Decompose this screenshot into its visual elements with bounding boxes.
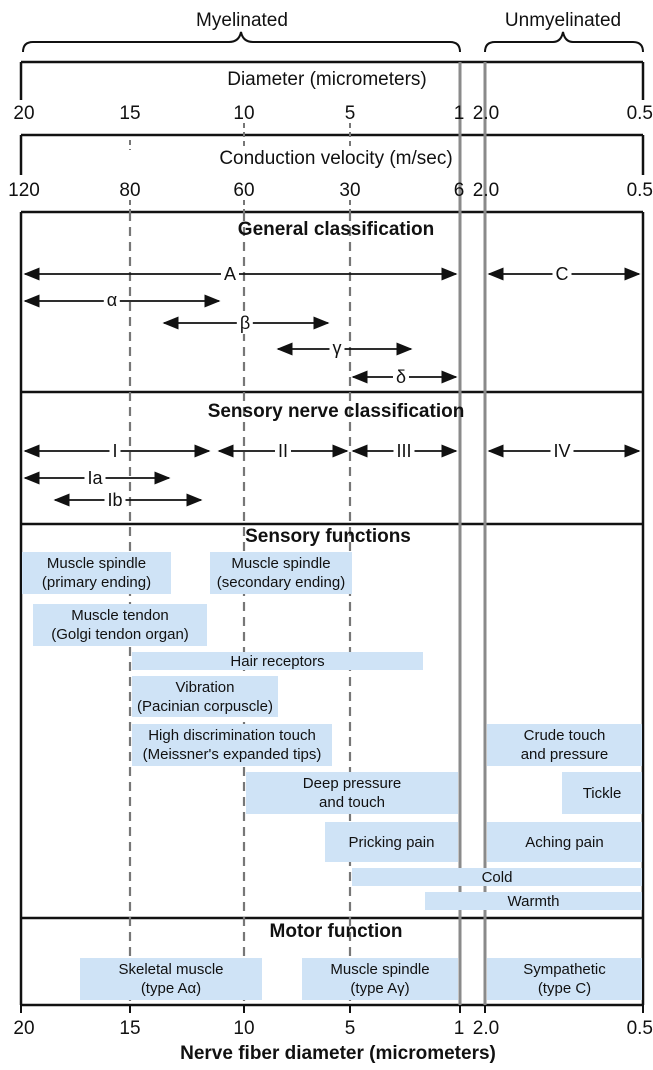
diameter-tick: 0.5 [626, 103, 653, 124]
nerve-label-ia: Ia [84, 468, 106, 489]
function-box: Vibration (Pacinian corpuscle) [132, 676, 278, 717]
function-box: Muscle spindle (secondary ending) [210, 552, 352, 594]
nerve-label-ib: Ib [104, 490, 126, 511]
diameter-tick: 20 [13, 103, 35, 124]
bottom-tick: 15 [119, 1018, 141, 1039]
motor-function-title: Motor function [269, 921, 403, 942]
function-box: Hair receptors [132, 652, 423, 670]
function-box: High discrimination touch (Meissner's ex… [132, 724, 332, 766]
bottom-tick: 1 [453, 1018, 465, 1039]
nerve-label-ii: II [274, 441, 292, 462]
function-box: Aching pain [487, 822, 642, 862]
fiber-label-alpha: α [103, 290, 121, 311]
fiber-label-delta: δ [392, 367, 410, 388]
diameter-tick: 2.0 [472, 103, 500, 124]
velocity-header: Conduction velocity (m/sec) [219, 148, 453, 169]
velocity-tick: 120 [8, 180, 40, 201]
general-classification-title: General classification [237, 219, 435, 240]
function-box: Tickle [562, 772, 642, 814]
motor-box: Sympathetic (type C) [487, 958, 642, 1000]
fiber-label-beta: β [236, 313, 254, 334]
sensory-nerve-classification-title: Sensory nerve classification [207, 401, 465, 422]
nerve-label-i: I [109, 441, 121, 462]
bottom-tick: 20 [13, 1018, 35, 1039]
function-box: Muscle spindle (primary ending) [22, 552, 171, 594]
diameter-tick: 10 [233, 103, 255, 124]
bottom-tick: 0.5 [626, 1018, 653, 1039]
velocity-tick: 30 [339, 180, 361, 201]
myelinated-label: Myelinated [196, 10, 288, 31]
bottom-tick: 5 [344, 1018, 356, 1039]
velocity-tick: 6 [453, 180, 465, 201]
diameter-tick: 1 [453, 103, 465, 124]
bottom-tick: 10 [233, 1018, 255, 1039]
fiber-label-a: A [220, 264, 240, 285]
function-box: Warmth [425, 892, 642, 910]
unmyelinated-label: Unmyelinated [504, 10, 622, 31]
nerve-label-iv: IV [550, 441, 574, 462]
velocity-tick: 2.0 [472, 180, 500, 201]
velocity-tick: 0.5 [626, 180, 653, 201]
myelinated-brace [22, 31, 461, 53]
sensory-functions-title: Sensory functions [245, 526, 411, 547]
unmyelinated-brace [484, 31, 644, 53]
velocity-tick: 60 [233, 180, 255, 201]
x-axis-title: Nerve fiber diameter (micrometers) [180, 1043, 496, 1064]
nerve-label-iii: III [393, 441, 415, 462]
bottom-tick: 2.0 [472, 1018, 500, 1039]
diameter-header: Diameter (micrometers) [227, 69, 427, 90]
function-box: Cold [352, 868, 642, 886]
fiber-label-gamma: γ [329, 338, 345, 359]
function-box: Crude touch and pressure [487, 724, 642, 766]
function-box: Muscle tendon (Golgi tendon organ) [33, 604, 207, 646]
velocity-tick: 80 [119, 180, 141, 201]
diameter-tick: 15 [119, 103, 141, 124]
motor-box: Skeletal muscle (type Aα) [80, 958, 262, 1000]
function-box: Pricking pain [325, 822, 458, 862]
motor-box: Muscle spindle (type Aγ) [302, 958, 458, 1000]
function-box: Deep pressure and touch [246, 772, 458, 814]
diameter-tick: 5 [344, 103, 356, 124]
fiber-label-c: C [552, 264, 572, 285]
